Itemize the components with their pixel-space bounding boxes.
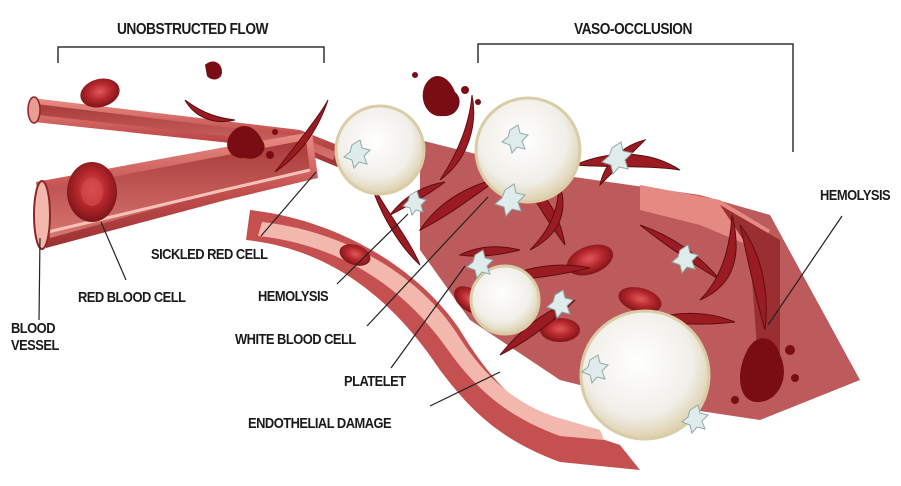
label-hemolysis-right: HEMOLYSIS	[820, 188, 890, 205]
label-sickled-red-cell: SICKLED RED CELL	[151, 247, 267, 264]
label-unobstructed-flow: UNOBSTRUCTED FLOW	[117, 21, 268, 39]
label-red-blood-cell: RED BLOOD CELL	[78, 290, 185, 307]
unobstructed-flow-bracket	[58, 47, 324, 63]
label-platelet: PLATELET	[344, 374, 406, 391]
label-hemolysis-center: HEMOLYSIS	[258, 289, 328, 306]
label-white-blood-cell: WHITE BLOOD CELL	[235, 332, 356, 349]
label-vaso-occlusion: VASO-OCCLUSION	[574, 21, 692, 39]
label-blood-vessel: BLOOD VESSEL	[11, 321, 63, 354]
label-endothelial-damage: ENDOTHELIAL DAMAGE	[248, 416, 391, 433]
